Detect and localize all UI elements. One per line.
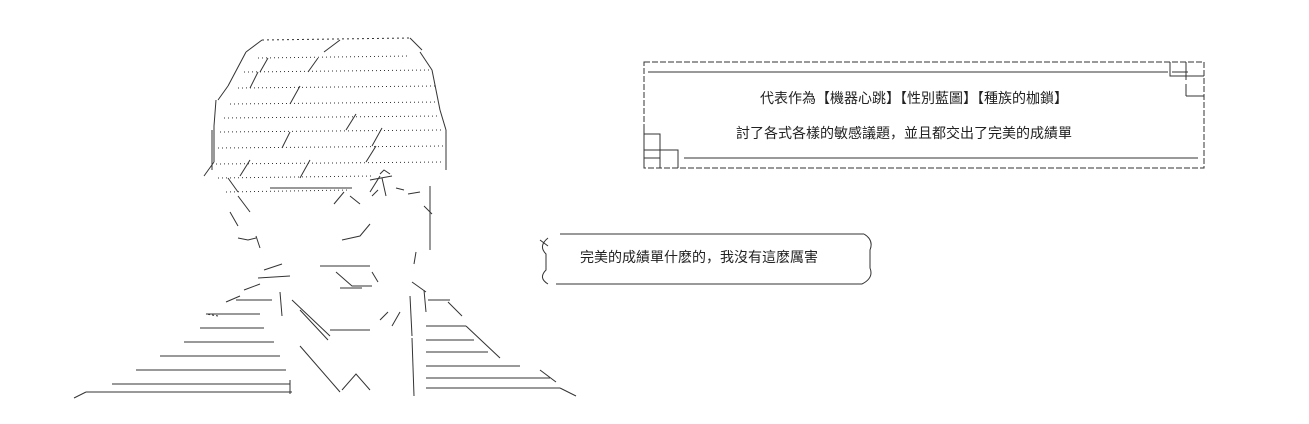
mouth: [320, 265, 379, 289]
speech-bubble: [539, 233, 872, 285]
caption-box: [643, 61, 1205, 169]
caption-line-2: 討了各式各樣的敏感議題，並且都交出了完美的成績單: [736, 126, 1072, 142]
collar: [225, 263, 463, 341]
eye-marks: [371, 169, 405, 197]
character-figure: [73, 37, 577, 399]
caption-line-1: 代表作為【機器心跳】【性別藍圖】【種族的枷鎖】: [760, 91, 1068, 107]
face-outline: [229, 175, 433, 265]
speech-bubble-text: 完美的成績單什麽的，我沒有這麽厲害: [580, 250, 818, 266]
jacket-left: [73, 299, 341, 399]
corner-ornament-bottom-left: [643, 128, 679, 168]
caption-box-border: [643, 61, 1205, 169]
hair-texture: [215, 55, 445, 193]
jacket-right: [341, 325, 577, 397]
speech-bubble-right: [861, 233, 872, 285]
corner-ornament-top-right: [1169, 62, 1204, 97]
speech-bubble-tail: [539, 239, 549, 247]
hair-outline: [203, 37, 447, 177]
